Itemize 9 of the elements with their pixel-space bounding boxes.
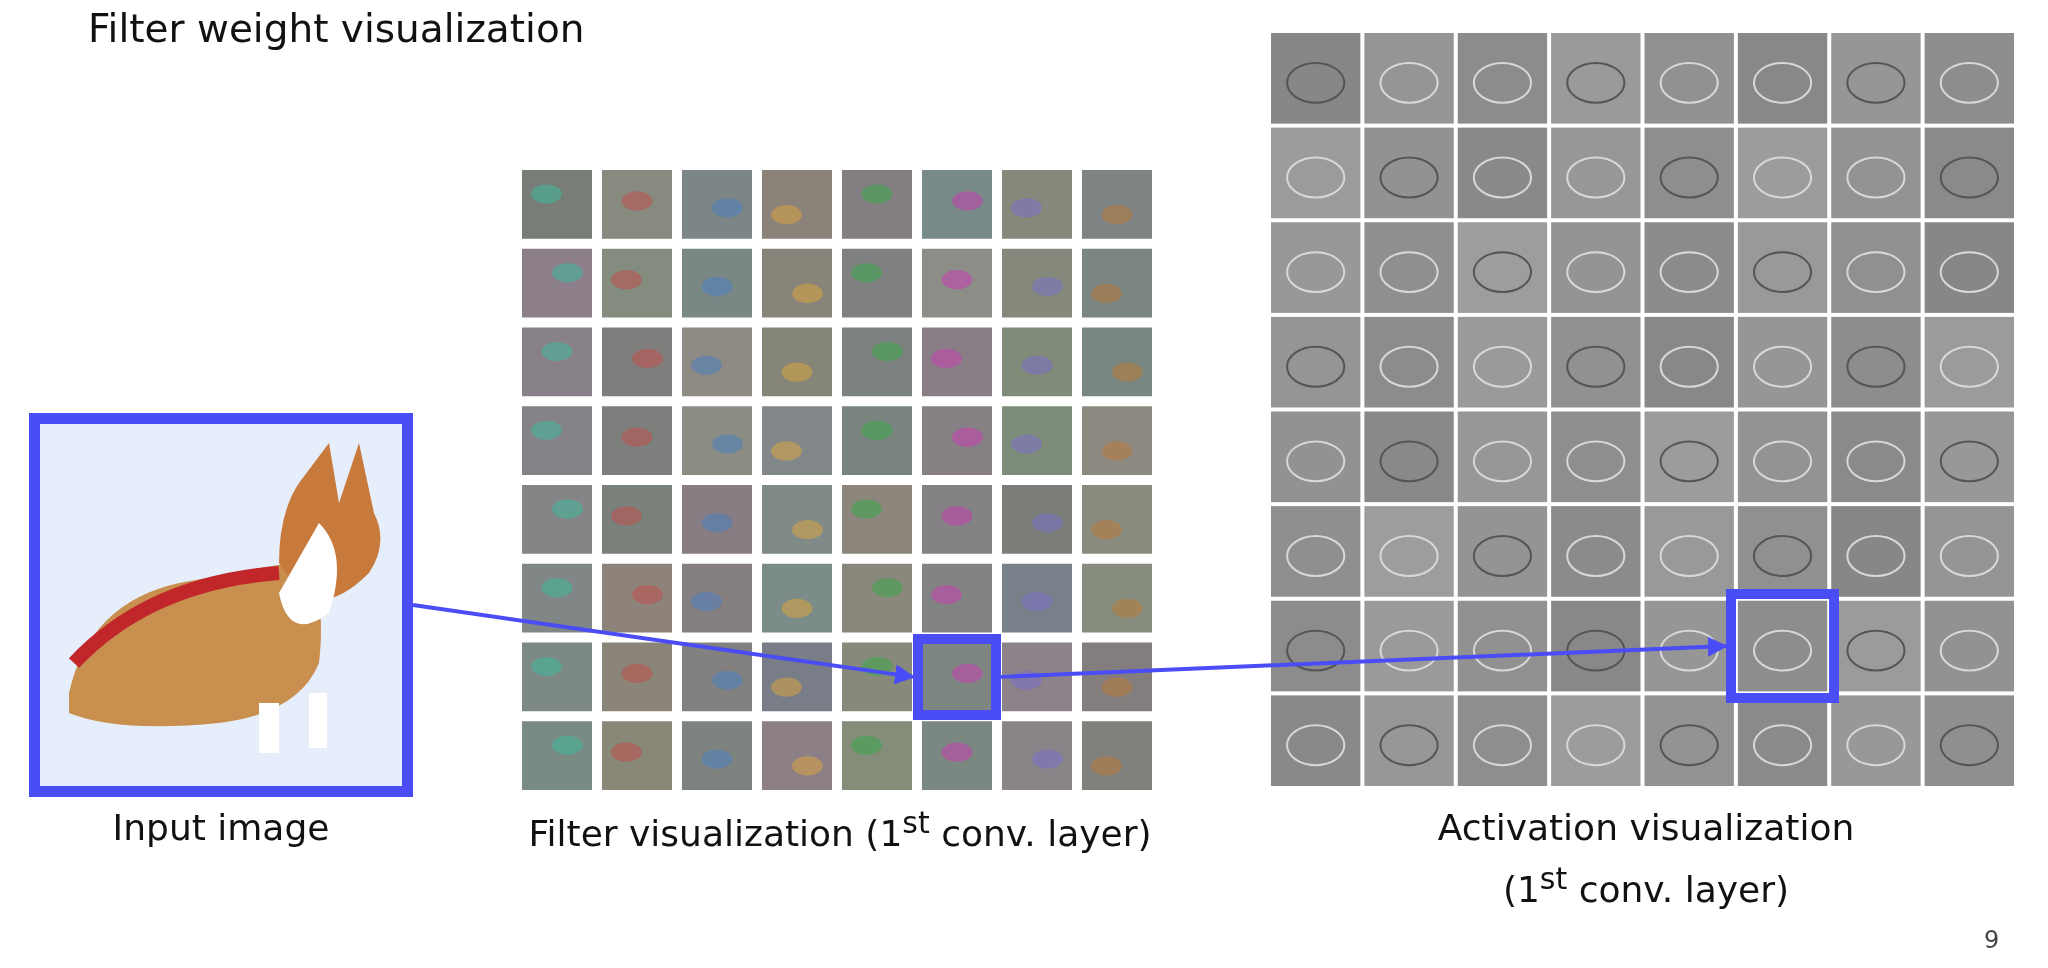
page-number: 9 <box>1984 926 2000 954</box>
highlight-frame <box>913 633 1001 721</box>
image-caption: Input image <box>111 806 331 850</box>
image-caption: Filter visualization (1$^{st}$ conv. layer) <box>527 804 1153 856</box>
slide-title: Filter weight visualization <box>88 6 585 51</box>
highlight-frame <box>1725 588 1840 704</box>
arrow <box>412 603 915 685</box>
image-caption: Activation visualization (1$^{st}$ conv. layer) <box>1436 806 1856 912</box>
arrow <box>1000 636 1728 679</box>
